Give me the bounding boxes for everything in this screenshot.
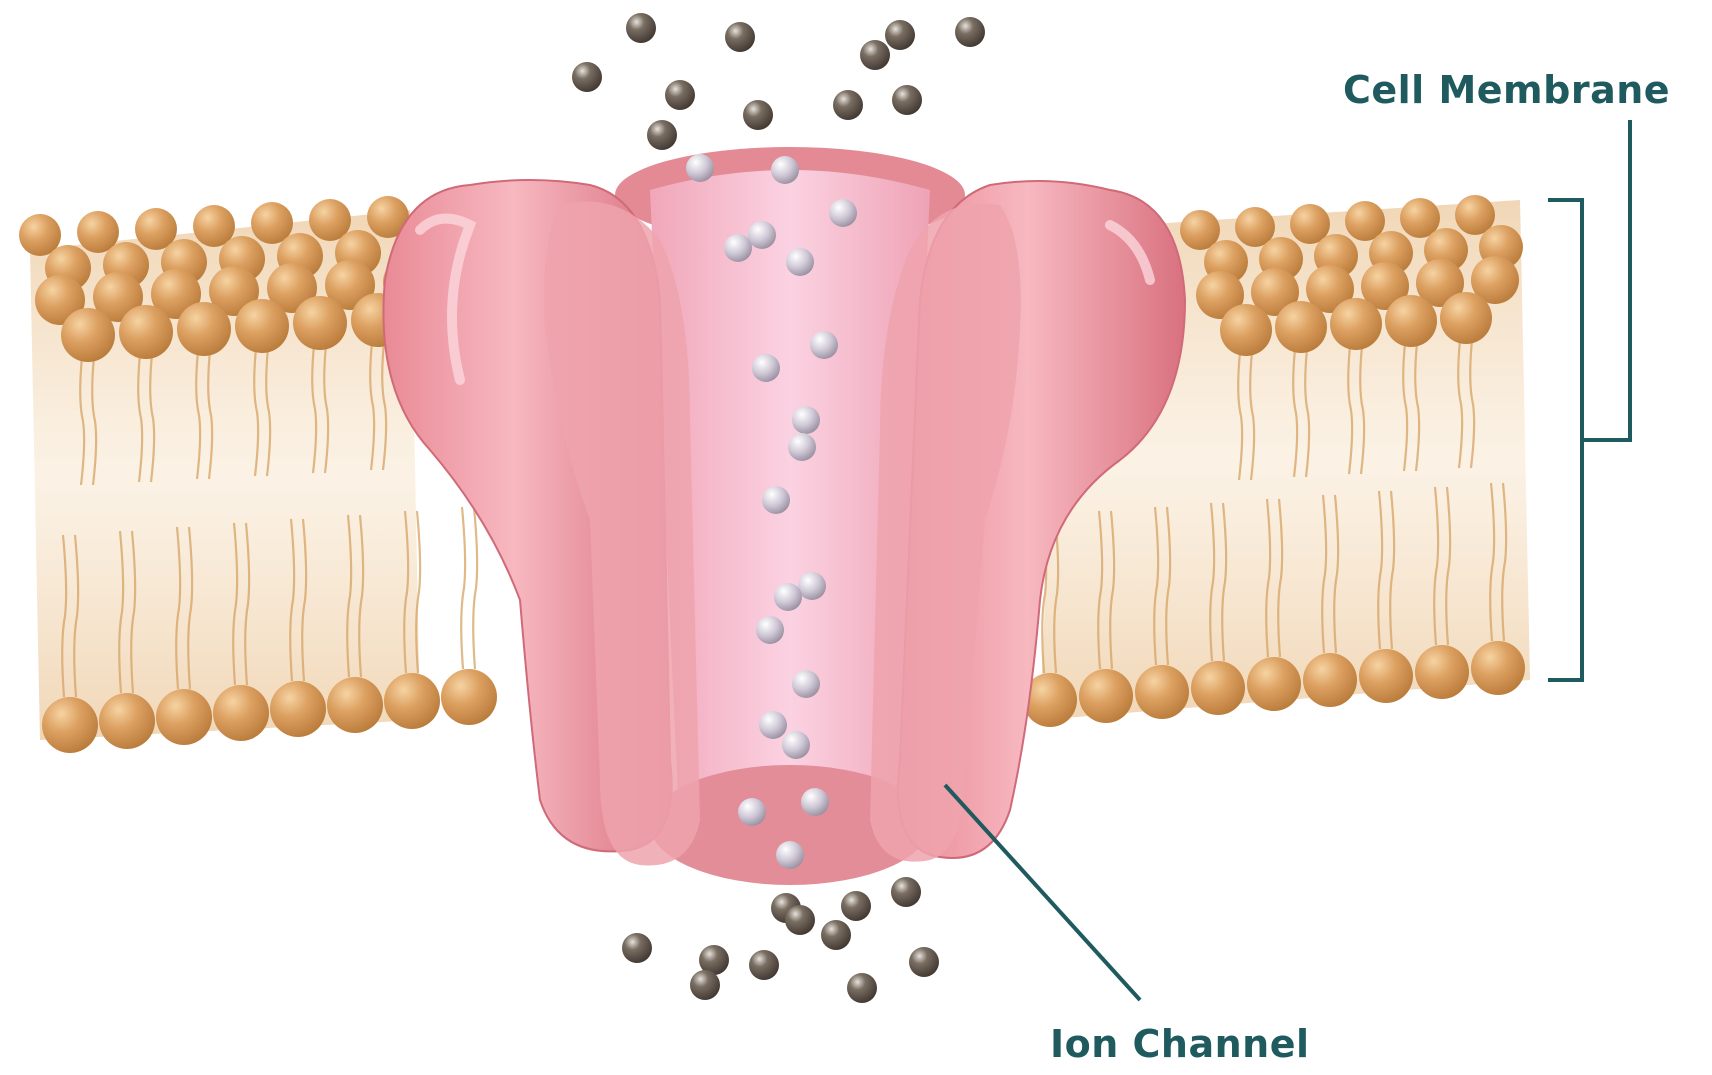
phospholipid-head-top xyxy=(119,305,173,359)
phospholipid-head-bottom xyxy=(42,697,98,753)
ion-particle-icon xyxy=(762,486,790,514)
phospholipid-head-top xyxy=(1440,292,1492,344)
ion-particle-icon xyxy=(759,711,787,739)
phospholipid-head-bottom xyxy=(270,681,326,737)
ion-particle-icon xyxy=(801,788,829,816)
ion-particle-icon xyxy=(752,354,780,382)
phospholipid-head-bottom xyxy=(441,669,497,725)
ion-particle-icon xyxy=(786,248,814,276)
phospholipid-head-bottom xyxy=(1415,645,1469,699)
ion-channel-protein-icon xyxy=(383,147,1185,885)
ion-particle-icon xyxy=(909,947,939,977)
ion-particle-icon xyxy=(725,22,755,52)
ion-particle-icon xyxy=(782,731,810,759)
ion-particle-icon xyxy=(810,331,838,359)
phospholipid-head-top xyxy=(1330,298,1382,350)
phospholipid-head-bottom xyxy=(1247,657,1301,711)
phospholipid-head-bottom xyxy=(1079,669,1133,723)
ion-particle-icon xyxy=(647,120,677,150)
ion-particle-icon xyxy=(686,154,714,182)
phospholipid-head-top xyxy=(1385,295,1437,347)
phospholipid-head-bottom xyxy=(327,677,383,733)
phospholipid-head-bottom xyxy=(1191,661,1245,715)
ion-particle-icon xyxy=(847,973,877,1003)
ion-particle-icon xyxy=(738,798,766,826)
ion-particle-icon xyxy=(622,933,652,963)
ion-particle-icon xyxy=(829,199,857,227)
phospholipid-head-top xyxy=(293,296,347,350)
ion-particle-icon xyxy=(955,17,985,47)
phospholipid-head-bottom xyxy=(1135,665,1189,719)
ion-particle-icon xyxy=(626,13,656,43)
phospholipid-head-bottom xyxy=(1359,649,1413,703)
ion-particle-icon xyxy=(833,90,863,120)
bracket-icon xyxy=(1548,120,1630,680)
ion-particle-icon xyxy=(892,85,922,115)
phospholipid-head-top xyxy=(61,308,115,362)
ion-particle-icon xyxy=(690,970,720,1000)
lipid-tail xyxy=(461,507,465,669)
ion-particle-icon xyxy=(748,221,776,249)
ion-particle-icon xyxy=(785,905,815,935)
phospholipid-head-top xyxy=(1275,301,1327,353)
ion-particle-icon xyxy=(724,234,752,262)
phospholipid-head-top xyxy=(177,302,231,356)
ion-particle-icon xyxy=(743,100,773,130)
phospholipid-head-bottom xyxy=(213,685,269,741)
ion-particle-icon xyxy=(788,433,816,461)
cell-membrane-label: Cell Membrane xyxy=(1343,68,1670,112)
ion-particle-icon xyxy=(756,616,784,644)
ion-channel-label: Ion Channel xyxy=(1050,1022,1310,1066)
membrane-bracket-leader xyxy=(1582,120,1630,440)
ion-particle-icon xyxy=(774,583,802,611)
membrane-bracket-outer xyxy=(1548,200,1582,680)
ion-channel-leader-line xyxy=(945,785,1140,1000)
phospholipid-head-bottom xyxy=(156,689,212,745)
ion-particle-icon xyxy=(798,572,826,600)
lipid-tail xyxy=(473,507,477,669)
ion-particle-icon xyxy=(891,877,921,907)
ion-particle-icon xyxy=(792,670,820,698)
phospholipid-head-bottom xyxy=(99,693,155,749)
ion-particle-icon xyxy=(749,950,779,980)
phospholipid-head-top xyxy=(235,299,289,353)
phospholipid-head-bottom xyxy=(1303,653,1357,707)
ion-particle-icon xyxy=(860,40,890,70)
ion-particle-icon xyxy=(771,156,799,184)
ion-particle-icon xyxy=(792,406,820,434)
ion-particle-icon xyxy=(665,80,695,110)
phospholipid-head-bottom xyxy=(1471,641,1525,695)
phospholipid-head-bottom xyxy=(384,673,440,729)
ion-particle-icon xyxy=(885,20,915,50)
ion-particle-icon xyxy=(572,62,602,92)
ion-particle-icon xyxy=(841,891,871,921)
ion-particle-icon xyxy=(776,841,804,869)
ion-particle-icon xyxy=(821,920,851,950)
phospholipid-head-top xyxy=(1220,304,1272,356)
